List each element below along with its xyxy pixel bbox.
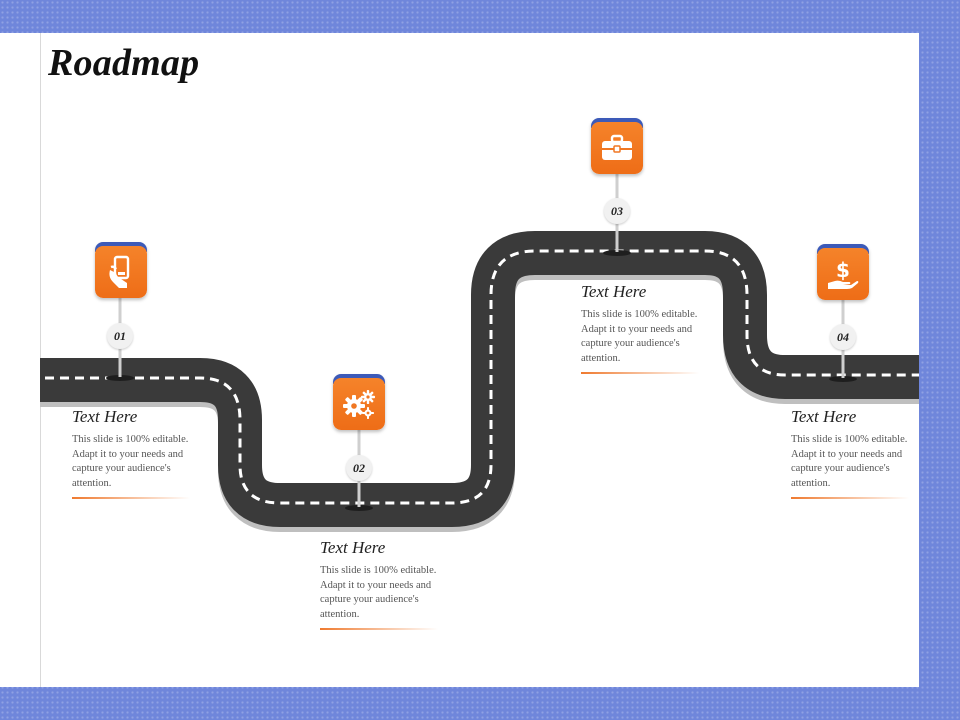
milestone-4-underline [791, 497, 909, 499]
briefcase-icon [602, 134, 632, 160]
milestone-3-sign [591, 118, 643, 174]
milestone-2-sign [333, 374, 385, 430]
milestone-1-number: 01 [107, 323, 133, 349]
milestone-4-sign: $ [817, 244, 869, 300]
milestone-4-heading: Text Here [791, 407, 857, 426]
milestone-2-number: 02 [346, 455, 372, 481]
milestone-4-text: Text Here This slide is 100% editable. A… [791, 407, 915, 499]
milestone-2-heading: Text Here [320, 538, 386, 557]
milestone-2-text: Text Here This slide is 100% editable. A… [320, 538, 444, 630]
milestone-1-body: This slide is 100% editable. Adapt it to… [72, 434, 189, 489]
pin-shadow [829, 376, 857, 382]
pin-shadow [106, 375, 134, 381]
milestone-1-underline [72, 497, 190, 499]
milestone-3-number: 03 [604, 198, 630, 224]
milestone-1-text: Text Here This slide is 100% editable. A… [72, 407, 196, 499]
road-center-dashes [40, 249, 919, 505]
svg-text:$: $ [836, 258, 850, 282]
milestone-1-heading: Text Here [72, 407, 138, 426]
hand-holding-dollar-icon: $ [828, 258, 859, 289]
pin-shadow [603, 250, 631, 256]
page-title: Roadmap [48, 42, 200, 84]
pin-shadow [345, 505, 373, 511]
milestone-3-underline [581, 372, 699, 374]
milestone-3-text: Text Here This slide is 100% editable. A… [581, 282, 705, 374]
milestone-2-underline [320, 628, 438, 630]
milestone-4-number: 04 [830, 324, 856, 350]
hand-holding-phone-icon [109, 255, 130, 288]
milestone-3-heading: Text Here [581, 282, 647, 301]
gears-icon [343, 390, 375, 419]
milestone-3-body: This slide is 100% editable. Adapt it to… [581, 309, 698, 364]
milestone-1-sign [95, 242, 147, 298]
milestone-4-body: This slide is 100% editable. Adapt it to… [791, 434, 908, 489]
milestone-2-body: This slide is 100% editable. Adapt it to… [320, 565, 437, 620]
